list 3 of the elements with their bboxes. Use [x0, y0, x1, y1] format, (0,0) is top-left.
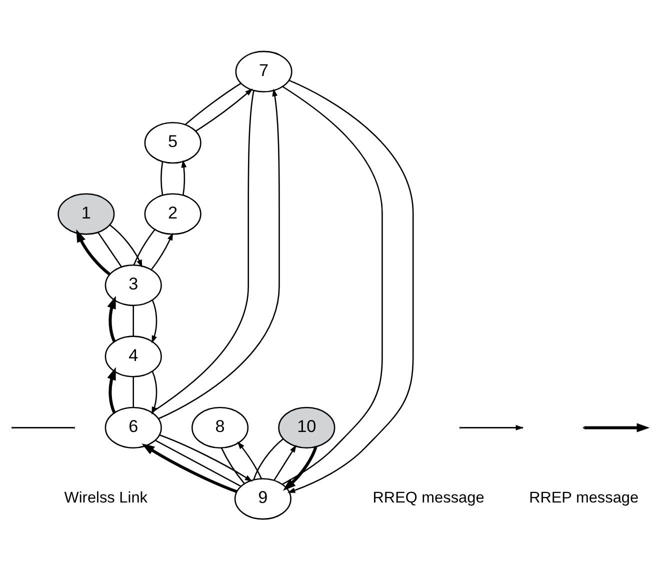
- legend-label: RREP message: [529, 489, 639, 506]
- legend-label: Wirelss Link: [64, 489, 148, 506]
- legend-label: RREQ message: [372, 489, 484, 506]
